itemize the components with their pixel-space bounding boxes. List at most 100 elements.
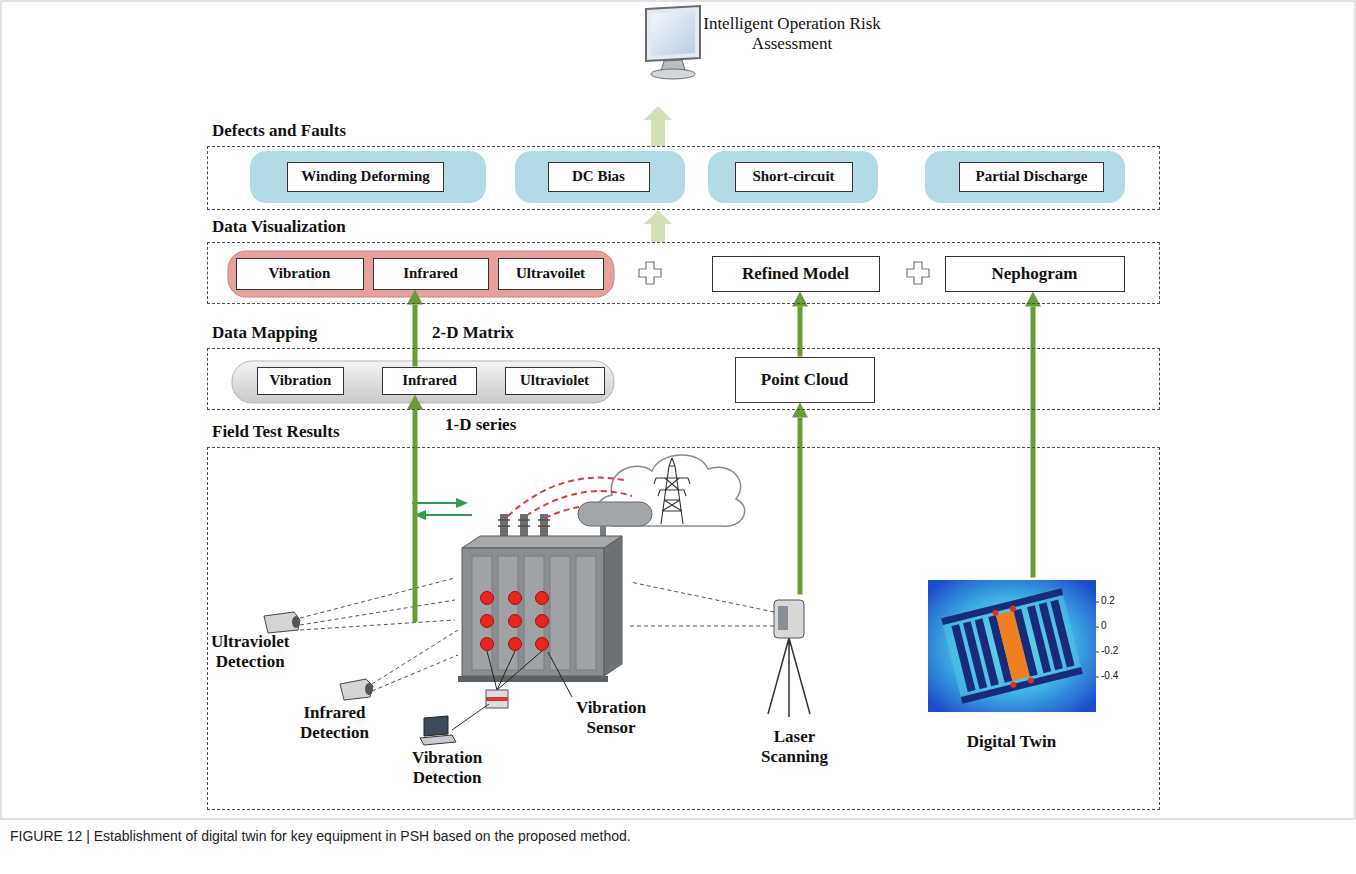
box-label: Vibration (270, 372, 332, 389)
transformer (458, 502, 652, 682)
sensor-dot (536, 638, 549, 651)
box-label: Partial Discharge (975, 168, 1087, 185)
digital-twin-image (941, 588, 1083, 703)
layer-band: Data MappingVibrationInfraredUltraviolet… (207, 348, 1160, 410)
laptop-icon (452, 704, 489, 730)
laser-scanner (768, 638, 810, 717)
mapping-pill (232, 361, 614, 403)
box-label: Nephogram (992, 264, 1078, 284)
transformer (472, 556, 492, 670)
node-label: Laser Scanning (761, 727, 828, 767)
band-heading: Data Visualization (212, 217, 346, 237)
category-pill (515, 151, 685, 203)
axis-tick: -0.4 (1101, 670, 1118, 682)
sensor-dot (509, 592, 522, 605)
ultraviolet-camera (264, 578, 455, 633)
arrow-shaft (798, 418, 803, 595)
layer-band: Field Test ResultsLaser ScanningDigital … (207, 447, 1160, 810)
model-box: Refined Model (712, 256, 880, 292)
laptop-icon (420, 704, 489, 745)
vibration-sensor (487, 651, 542, 690)
transformer (550, 556, 570, 670)
box-label: Point Cloud (761, 370, 848, 390)
band-heading: Field Test Results (212, 422, 340, 442)
arrow-shaft (798, 307, 803, 357)
laptop-icon (424, 716, 448, 736)
plus-symbol (639, 262, 661, 284)
monitor-icon (651, 69, 695, 79)
infrared-camera (340, 679, 373, 700)
laptop-icon (420, 735, 456, 745)
box-label: Ultravoilet (516, 265, 585, 282)
arrow-shaft (413, 410, 418, 448)
monitor-icon (651, 11, 695, 56)
digital-twin-image (1027, 677, 1034, 684)
infrared-camera (372, 630, 458, 691)
transformer (576, 556, 596, 670)
ultraviolet-camera (264, 612, 300, 633)
result-monitor: Intelligent Operation Risk Assessment (636, 2, 898, 106)
box-label: Vibration (269, 265, 331, 282)
device-node: Laser Scanning (742, 595, 848, 767)
signal-arrows (426, 514, 472, 516)
laser-scanner (774, 600, 804, 638)
digital-twin-image (928, 580, 1096, 712)
flow-arrow-tail (415, 447, 416, 622)
arrow-head (792, 292, 808, 307)
transformer (604, 536, 622, 676)
category-pill (925, 151, 1125, 203)
sensor-dot (509, 638, 522, 651)
digital-twin-image (943, 594, 1082, 698)
laser-scanner (630, 582, 774, 626)
cloud-with-tower (654, 458, 690, 524)
fault-box: Partial Discharge (959, 162, 1104, 192)
category-pill (250, 151, 1125, 203)
vibration-sensor (486, 651, 572, 708)
box-label: Winding Deforming (301, 168, 430, 185)
flow-arrow (1025, 292, 1041, 578)
fault-box: DC Bias (548, 162, 650, 192)
arrow-head (1025, 292, 1041, 307)
monitor-icon (646, 6, 700, 61)
sensor-dot (536, 615, 549, 628)
data-box: Ultraviolet (505, 367, 605, 395)
sensor-dot (509, 615, 522, 628)
flow-arrow (644, 210, 672, 242)
arrow-head (644, 106, 672, 120)
data-box: Vibration (236, 258, 364, 290)
model-box: Point Cloud (735, 357, 875, 403)
sensor-dot (481, 638, 494, 651)
figure-caption: FIGURE 12 | Establishment of digital twi… (10, 828, 631, 844)
sensor-dot (536, 592, 549, 605)
flow-arrow-tail (413, 447, 418, 622)
band-heading: Defects and Faults (212, 121, 346, 141)
laser-scanner (778, 606, 788, 630)
flow-arrow (792, 403, 808, 595)
node-label: Intelligent Operation Risk Assessment (702, 14, 882, 54)
digital-twin-image (1096, 602, 1099, 677)
sensor-dot (481, 592, 494, 605)
transformer (524, 556, 544, 670)
category-pill (708, 151, 878, 203)
signal-arrows (412, 498, 472, 520)
fault-box: Short-circuit (735, 162, 853, 192)
monitor-icon (646, 6, 700, 79)
infrared-camera (365, 683, 373, 695)
vibration-sensor (486, 697, 508, 701)
data-box: Infrared (373, 258, 489, 290)
arrow-head (407, 290, 423, 305)
axis-tick: -0.2 (1101, 645, 1118, 657)
device-node: Digital Twin (924, 578, 1100, 752)
box-label: Infrared (403, 265, 458, 282)
device-label: Vibration Detection (412, 748, 482, 788)
plus-symbol (639, 262, 929, 284)
flow-arrow (407, 395, 423, 448)
digital-twin-image (1010, 681, 1017, 688)
transformer (578, 502, 652, 526)
device-label: Ultraviolet Detection (211, 632, 289, 672)
digital-twin-image (992, 609, 999, 616)
format-label: 2-D Matrix (432, 323, 514, 343)
laser-scanner (630, 582, 810, 717)
